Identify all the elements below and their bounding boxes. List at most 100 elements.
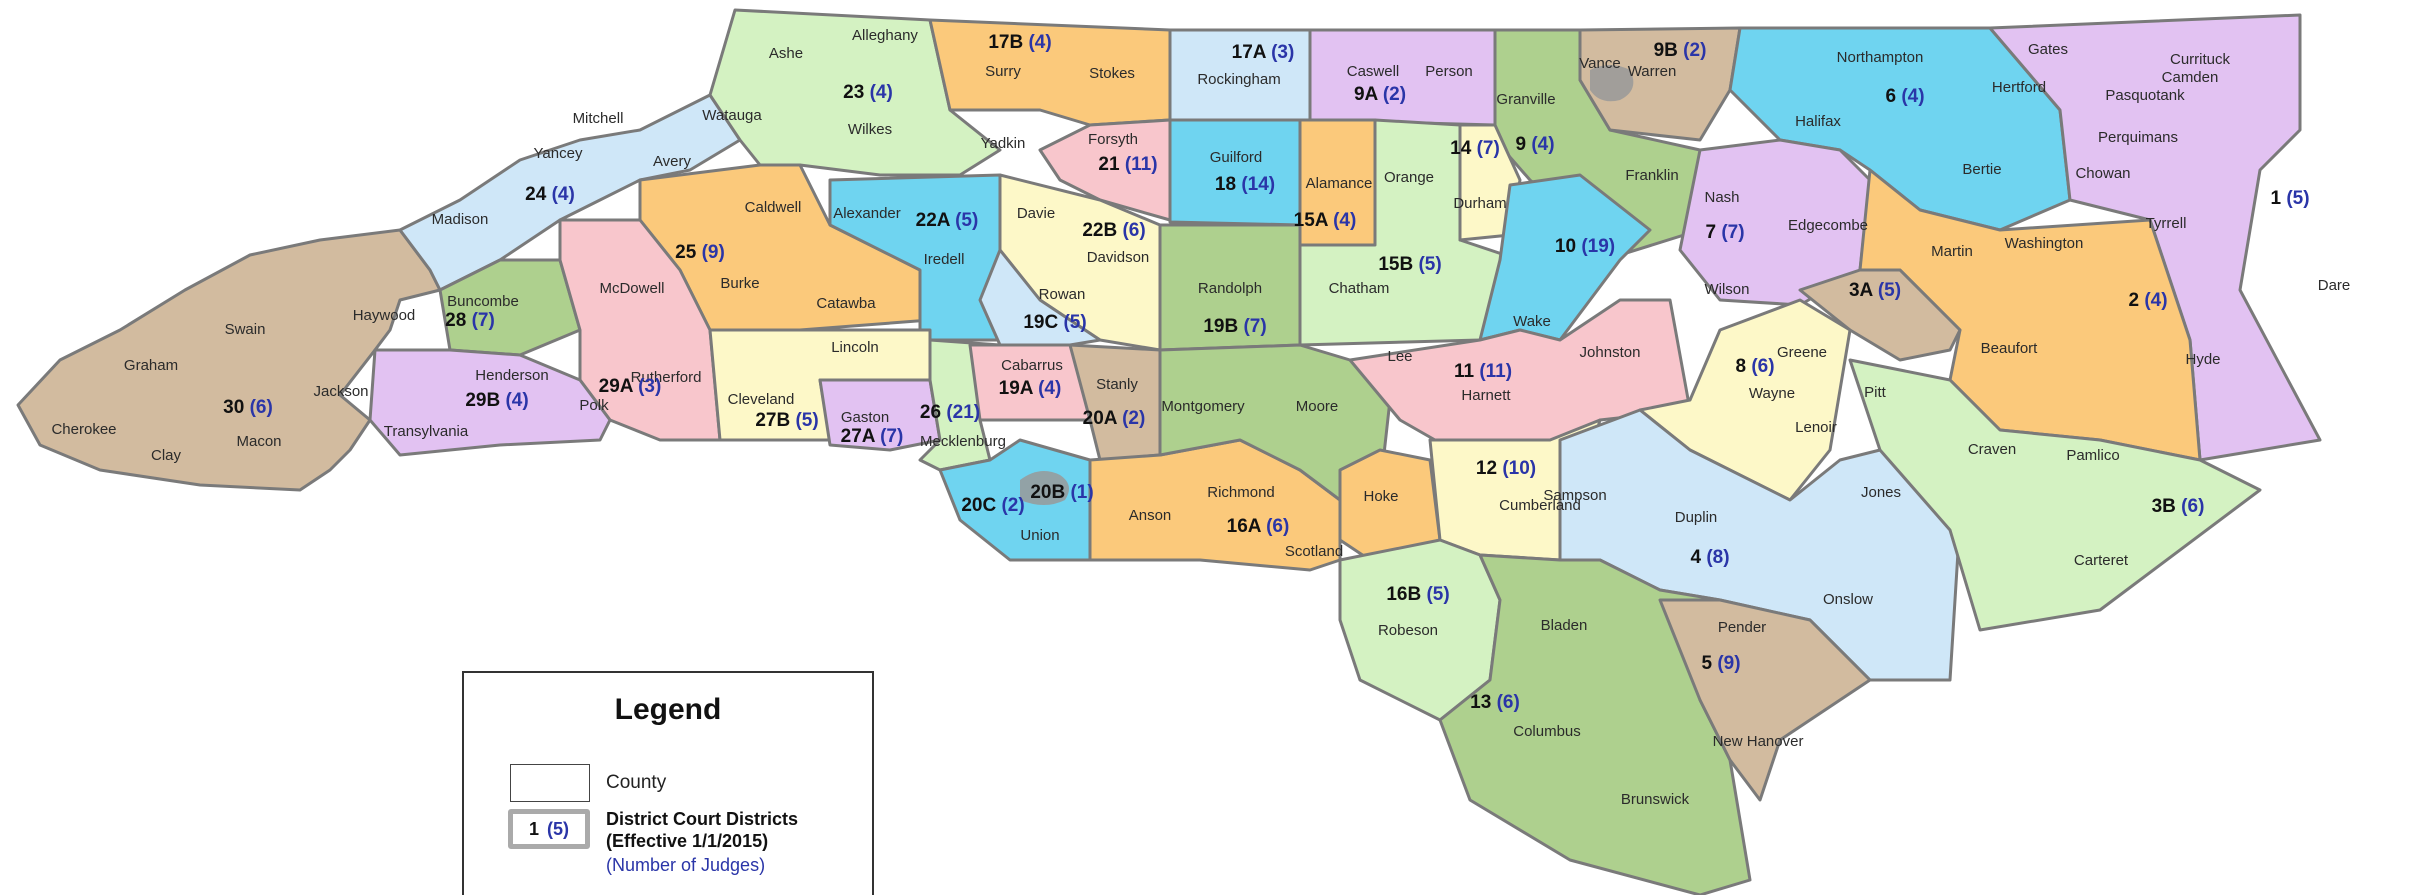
county-label: Stanly: [1096, 376, 1138, 393]
district-judges: (5): [1063, 312, 1086, 333]
district-judges: (6): [250, 397, 273, 418]
county-label: Person: [1425, 63, 1473, 80]
county-label: Transylvania: [384, 423, 469, 440]
district-label: 20C (2): [961, 495, 1024, 516]
district-judges: (5): [1418, 254, 1441, 275]
district-judges: (6): [1266, 516, 1289, 537]
county-label: Lincoln: [831, 339, 879, 356]
county-label: Caldwell: [745, 199, 802, 216]
county-label: Cleveland: [728, 391, 795, 408]
county-label: Hertford: [1992, 79, 2046, 96]
district-label: 17A (3): [1232, 42, 1295, 63]
district-id: 17B: [988, 32, 1028, 53]
district-label: 14 (7): [1450, 138, 1500, 159]
region-30: [16, 228, 442, 492]
region-3A: [1798, 268, 1962, 362]
district-id: 19A: [999, 378, 1038, 399]
county-label: Brunswick: [1621, 791, 1690, 808]
district-id: 9: [1515, 134, 1531, 155]
county-label: Rowan: [1039, 286, 1086, 303]
county-label: Forsyth: [1088, 131, 1138, 148]
county-label: Dare: [2318, 277, 2351, 294]
region-29B: [368, 348, 612, 457]
district-judges: (6): [1122, 220, 1145, 241]
county-label: Davie: [1017, 205, 1055, 222]
district-judges: (2): [1383, 84, 1406, 105]
county-label: Mecklenburg: [920, 433, 1006, 450]
district-label: 16A (6): [1227, 516, 1290, 537]
vance-mark: [1590, 65, 1634, 102]
district-judges: (7): [472, 310, 495, 331]
district-id: 21: [1098, 154, 1124, 175]
district-judges: (4): [1038, 378, 1061, 399]
county-label: Richmond: [1207, 484, 1275, 501]
county-label: Pasquotank: [2105, 87, 2185, 104]
district-id: 1: [2270, 188, 2286, 209]
district-label: 23 (4): [843, 82, 893, 103]
county-highlight-marks: [1020, 65, 1634, 505]
district-id: 8: [1735, 356, 1751, 377]
district-label: 13 (6): [1470, 692, 1520, 713]
district-judges: (6): [2181, 496, 2204, 517]
district-id: 15B: [1378, 254, 1418, 275]
region-29A: [558, 218, 722, 442]
legend-county-label: County: [606, 772, 667, 793]
district-judges: (1): [1070, 482, 1093, 503]
county-label: Anson: [1129, 507, 1172, 524]
district-judges: (11): [1479, 361, 1512, 382]
county-label: Rutherford: [631, 369, 702, 386]
county-label: Pamlico: [2066, 447, 2119, 464]
district-id: 30: [223, 397, 249, 418]
district-judges: (21): [946, 402, 980, 423]
district-label: 6 (4): [1885, 86, 1924, 107]
district-judges: (19): [1581, 236, 1615, 257]
county-label: Greene: [1777, 344, 1827, 361]
county-label: Jackson: [313, 383, 368, 400]
district-judges: (14): [1241, 174, 1275, 195]
county-label: Jones: [1861, 484, 1901, 501]
county-label: Orange: [1384, 169, 1434, 186]
district-label: 29B (4): [465, 390, 528, 411]
district-judges: (8): [1706, 547, 1729, 568]
district-id: 22A: [916, 210, 955, 231]
region-27A: [818, 378, 942, 452]
county-label: Franklin: [1625, 167, 1678, 184]
district-id: 27A: [841, 426, 880, 447]
district-label: 2 (4): [2128, 290, 2167, 311]
county-label: Johnston: [1580, 344, 1641, 361]
county-label: Surry: [985, 63, 1021, 80]
district-judges: (4): [1333, 210, 1356, 231]
district-id: 12: [1476, 458, 1502, 479]
district-label: 19B (7): [1203, 316, 1266, 337]
district-judges: (10): [1502, 458, 1536, 479]
district-labels: 17B (4)17A (3)9B (2)23 (4)9A (2)6 (4)21 …: [223, 32, 2309, 713]
district-id: 20A: [1083, 408, 1122, 429]
district-label: 5 (9): [1701, 653, 1740, 674]
county-label: Washington: [2005, 235, 2084, 252]
county-label: Camden: [2162, 69, 2219, 86]
county-label: Clay: [151, 447, 182, 464]
district-judges: (7): [1721, 222, 1744, 243]
county-label: Cabarrus: [1001, 357, 1063, 374]
region-10: [1478, 173, 1652, 342]
district-id: 13: [1470, 692, 1496, 713]
county-label: Hoke: [1363, 488, 1398, 505]
district-judges: (4): [1901, 86, 1924, 107]
district-id: 19B: [1203, 316, 1243, 337]
district-id: 22B: [1082, 220, 1122, 241]
county-label: Wake: [1513, 313, 1551, 330]
district-judges: (6): [1497, 692, 1520, 713]
county-label: Henderson: [475, 367, 548, 384]
legend: Legend County 1 (5) District Court Distr…: [462, 671, 874, 895]
county-label: Martin: [1931, 243, 1973, 260]
district-label: 26 (21): [920, 402, 980, 423]
county-label: Wayne: [1749, 385, 1795, 402]
district-id: 15A: [1294, 210, 1333, 231]
district-label: 3B (6): [2152, 496, 2205, 517]
district-label: 17B (4): [988, 32, 1051, 53]
district-label: 11 (11): [1454, 361, 1512, 382]
district-judges: (5): [2286, 188, 2309, 209]
county-label: Wilson: [1704, 281, 1749, 298]
